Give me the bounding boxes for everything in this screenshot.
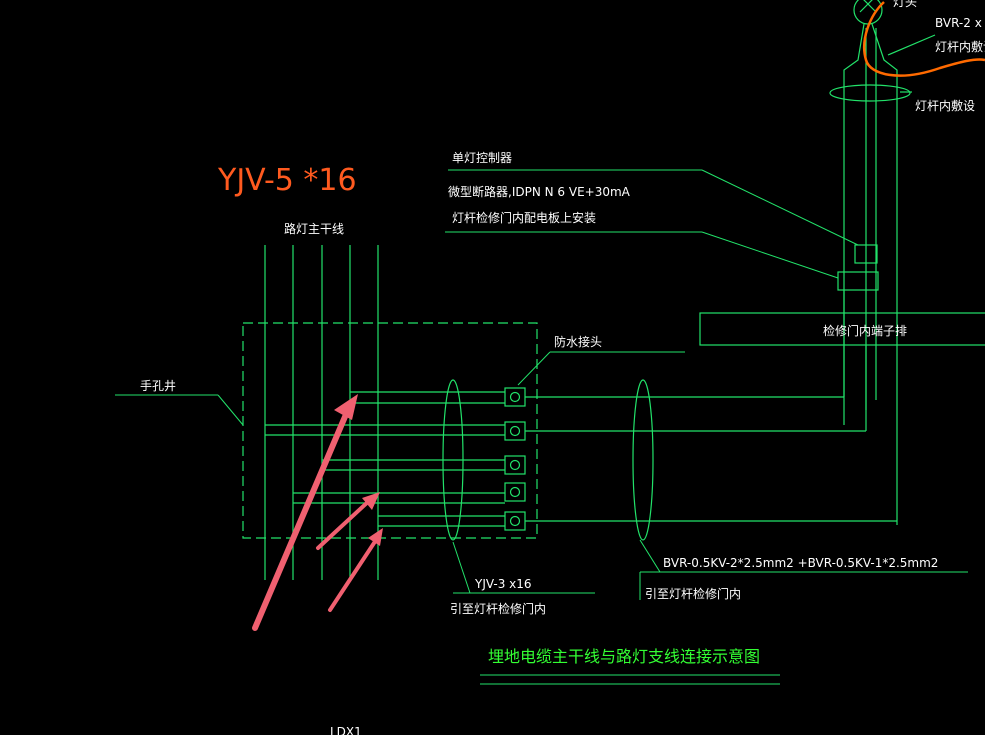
waterproof-joint-label: 防水接头 bbox=[554, 334, 602, 349]
pole-inner-label: 灯杆内敷设 bbox=[915, 98, 975, 113]
lamp-pole bbox=[699, 0, 985, 525]
branch-route-label: 引至灯杆检修门内 bbox=[450, 601, 546, 616]
branch-cable-label: YJV-3 x16 bbox=[474, 577, 532, 591]
cable-group-ellipses bbox=[442, 379, 654, 541]
handhole-box bbox=[242, 322, 538, 539]
cable-spec-label: YJV-5 *16 bbox=[217, 163, 357, 198]
diagram-title: 埋地电缆主干线与路灯支线连接示意图 bbox=[488, 647, 760, 666]
waterproof-connectors bbox=[504, 387, 526, 531]
bvr-route-label: 引至灯杆检修门内 bbox=[645, 586, 741, 601]
breaker-install-label: 灯杆检修门内配电板上安装 bbox=[452, 210, 596, 225]
annotation-arrows bbox=[252, 394, 383, 631]
bottom-partial-label: LDX1 bbox=[330, 725, 362, 735]
orange-mark-curve bbox=[862, 1, 985, 77]
pole-top-partial-label: 灯头 bbox=[893, 0, 917, 9]
bvr-top-label: BVR-2 x bbox=[935, 16, 982, 30]
trunk-cable-lines bbox=[264, 245, 379, 580]
leader-lines bbox=[115, 169, 968, 600]
terminal-strip-label: 检修门内端子排 bbox=[823, 323, 907, 338]
breaker-spec-label: 微型断路器,IDPN N 6 VE+30mA bbox=[448, 184, 631, 199]
bvr-spec-label: BVR-0.5KV-2*2.5mm2 +BVR-0.5KV-1*2.5mm2 bbox=[663, 556, 938, 570]
handhole-label: 手孔井 bbox=[140, 379, 176, 393]
pole-inner-top-label: 灯杆内敷设 bbox=[935, 39, 985, 54]
single-controller-label: 单灯控制器 bbox=[452, 151, 512, 165]
title-underline bbox=[480, 674, 780, 685]
main-line-label: 路灯主干线 bbox=[284, 221, 344, 236]
branch-lines bbox=[265, 290, 897, 527]
